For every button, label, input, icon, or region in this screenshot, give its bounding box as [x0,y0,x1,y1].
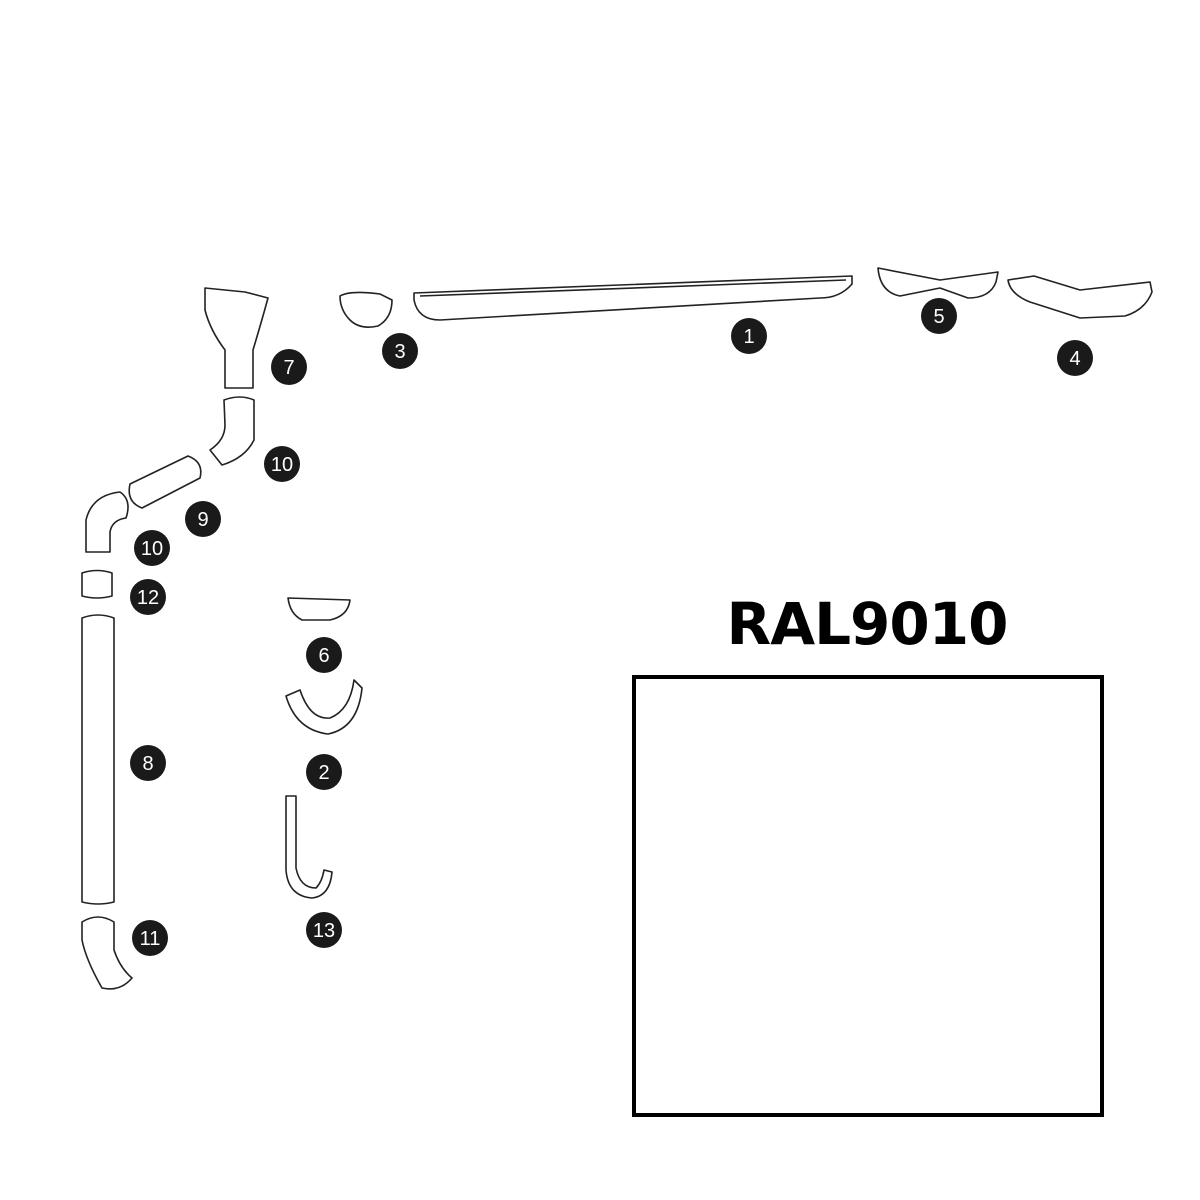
svg-text:8: 8 [142,753,153,775]
badge-6: 6 [306,637,342,673]
badge-5: 5 [921,298,957,334]
svg-text:7: 7 [283,357,294,379]
part-downpipe [81,614,115,905]
badge-4: 4 [1057,340,1093,376]
color-code-title: RAL9010 [726,590,1009,658]
svg-text:2: 2 [318,762,329,784]
svg-text:10: 10 [271,454,293,476]
badge-11: 11 [132,920,168,956]
svg-text:10: 10 [141,538,163,560]
part-gutter [413,275,853,321]
part-outlet-shoe [81,916,133,990]
svg-text:6: 6 [318,645,329,667]
svg-text:11: 11 [140,928,161,950]
part-inner-corner [877,267,999,299]
badge-3: 3 [382,333,418,369]
color-swatch [632,675,1104,1117]
badge-10-lower: 10 [134,530,170,566]
svg-text:5: 5 [933,306,944,328]
badge-1: 1 [731,318,767,354]
part-pipe-short [128,455,202,509]
badge-7: 7 [271,349,307,385]
badge-2: 2 [306,754,342,790]
part-outer-corner [1007,275,1153,319]
part-elbow-lower [85,491,129,553]
svg-text:13: 13 [313,920,335,942]
svg-text:1: 1 [743,326,754,348]
svg-text:4: 4 [1069,348,1080,370]
part-bracket [285,679,363,735]
part-end-cap [339,291,393,328]
badge-10-upper: 10 [264,446,300,482]
svg-text:12: 12 [137,587,159,609]
part-connector [81,569,113,599]
badge-13: 13 [306,912,342,948]
part-outlet [204,287,269,389]
part-elbow-upper [209,396,255,466]
part-gutter-joint [287,597,351,621]
badge-9: 9 [185,501,221,537]
badge-8: 8 [130,745,166,781]
svg-text:3: 3 [394,341,405,363]
svg-text:9: 9 [197,509,208,531]
badges: 1 3 5 4 7 10 9 10 12 6 8 2 11 13 [130,298,1093,956]
part-hook [285,795,333,899]
badge-12: 12 [130,579,166,615]
